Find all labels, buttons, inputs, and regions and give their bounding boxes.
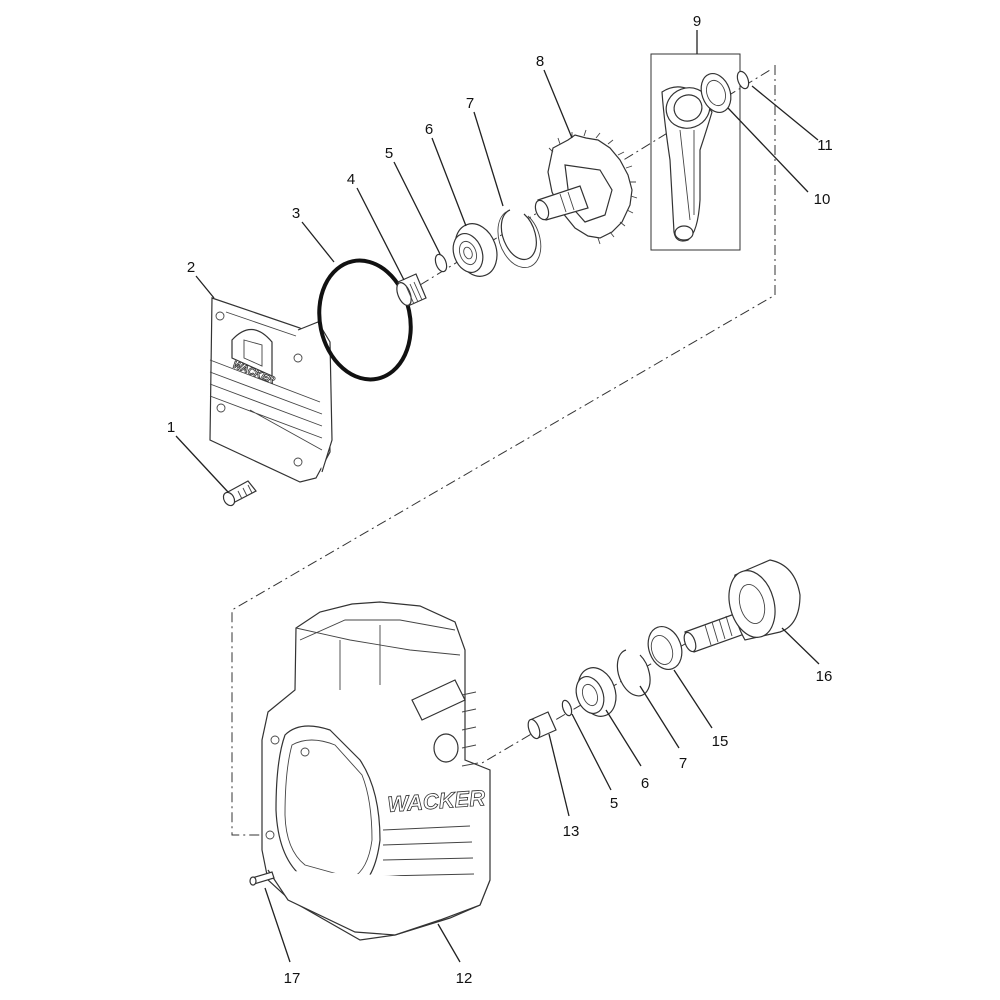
bearing-lower-part xyxy=(575,667,617,717)
cover-plate-part: WACKER xyxy=(209,297,333,483)
gear-shaft-part xyxy=(534,129,638,245)
callout-5-upper: 5 xyxy=(385,145,393,162)
snap-ring-upper-part xyxy=(434,253,448,273)
callout-7-upper: 7 xyxy=(466,95,474,112)
screw-part xyxy=(222,480,257,507)
callout-1: 1 xyxy=(167,419,175,436)
callout-6-lower: 6 xyxy=(641,775,649,792)
housing-part: WACKER xyxy=(261,601,491,941)
connecting-rod-group xyxy=(650,53,750,251)
bearing-upper-part xyxy=(452,223,498,277)
spacer-ring-part xyxy=(647,626,683,670)
callout-6-upper: 6 xyxy=(425,121,433,138)
circlip-upper-part xyxy=(500,209,537,261)
callout-9: 9 xyxy=(693,13,701,30)
callout-labels: 1 2 3 4 5 6 7 8 9 11 10 12 13 5 6 7 15 1… xyxy=(167,13,833,987)
snap-ring-lower-part xyxy=(561,699,573,717)
drive-pinion-part xyxy=(683,559,801,653)
callout-10: 10 xyxy=(814,191,831,208)
circlip-lower-part xyxy=(616,649,651,697)
callout-5-lower: 5 xyxy=(610,795,618,812)
callout-11: 11 xyxy=(817,137,833,154)
callout-2: 2 xyxy=(187,259,195,276)
bushing-part xyxy=(396,273,427,307)
callout-16: 16 xyxy=(816,668,833,685)
callout-17: 17 xyxy=(284,970,301,987)
dowel-pin-part xyxy=(249,871,275,886)
callout-12: 12 xyxy=(456,970,473,987)
callout-8: 8 xyxy=(536,53,544,70)
o-ring-part xyxy=(317,258,413,382)
callout-3: 3 xyxy=(292,205,300,222)
bushing-lower-part xyxy=(527,711,557,740)
leader-lines xyxy=(175,30,820,963)
callout-4: 4 xyxy=(347,171,355,188)
callout-13: 13 xyxy=(563,823,580,840)
callout-15: 15 xyxy=(712,733,729,750)
callout-7-lower: 7 xyxy=(679,755,687,772)
